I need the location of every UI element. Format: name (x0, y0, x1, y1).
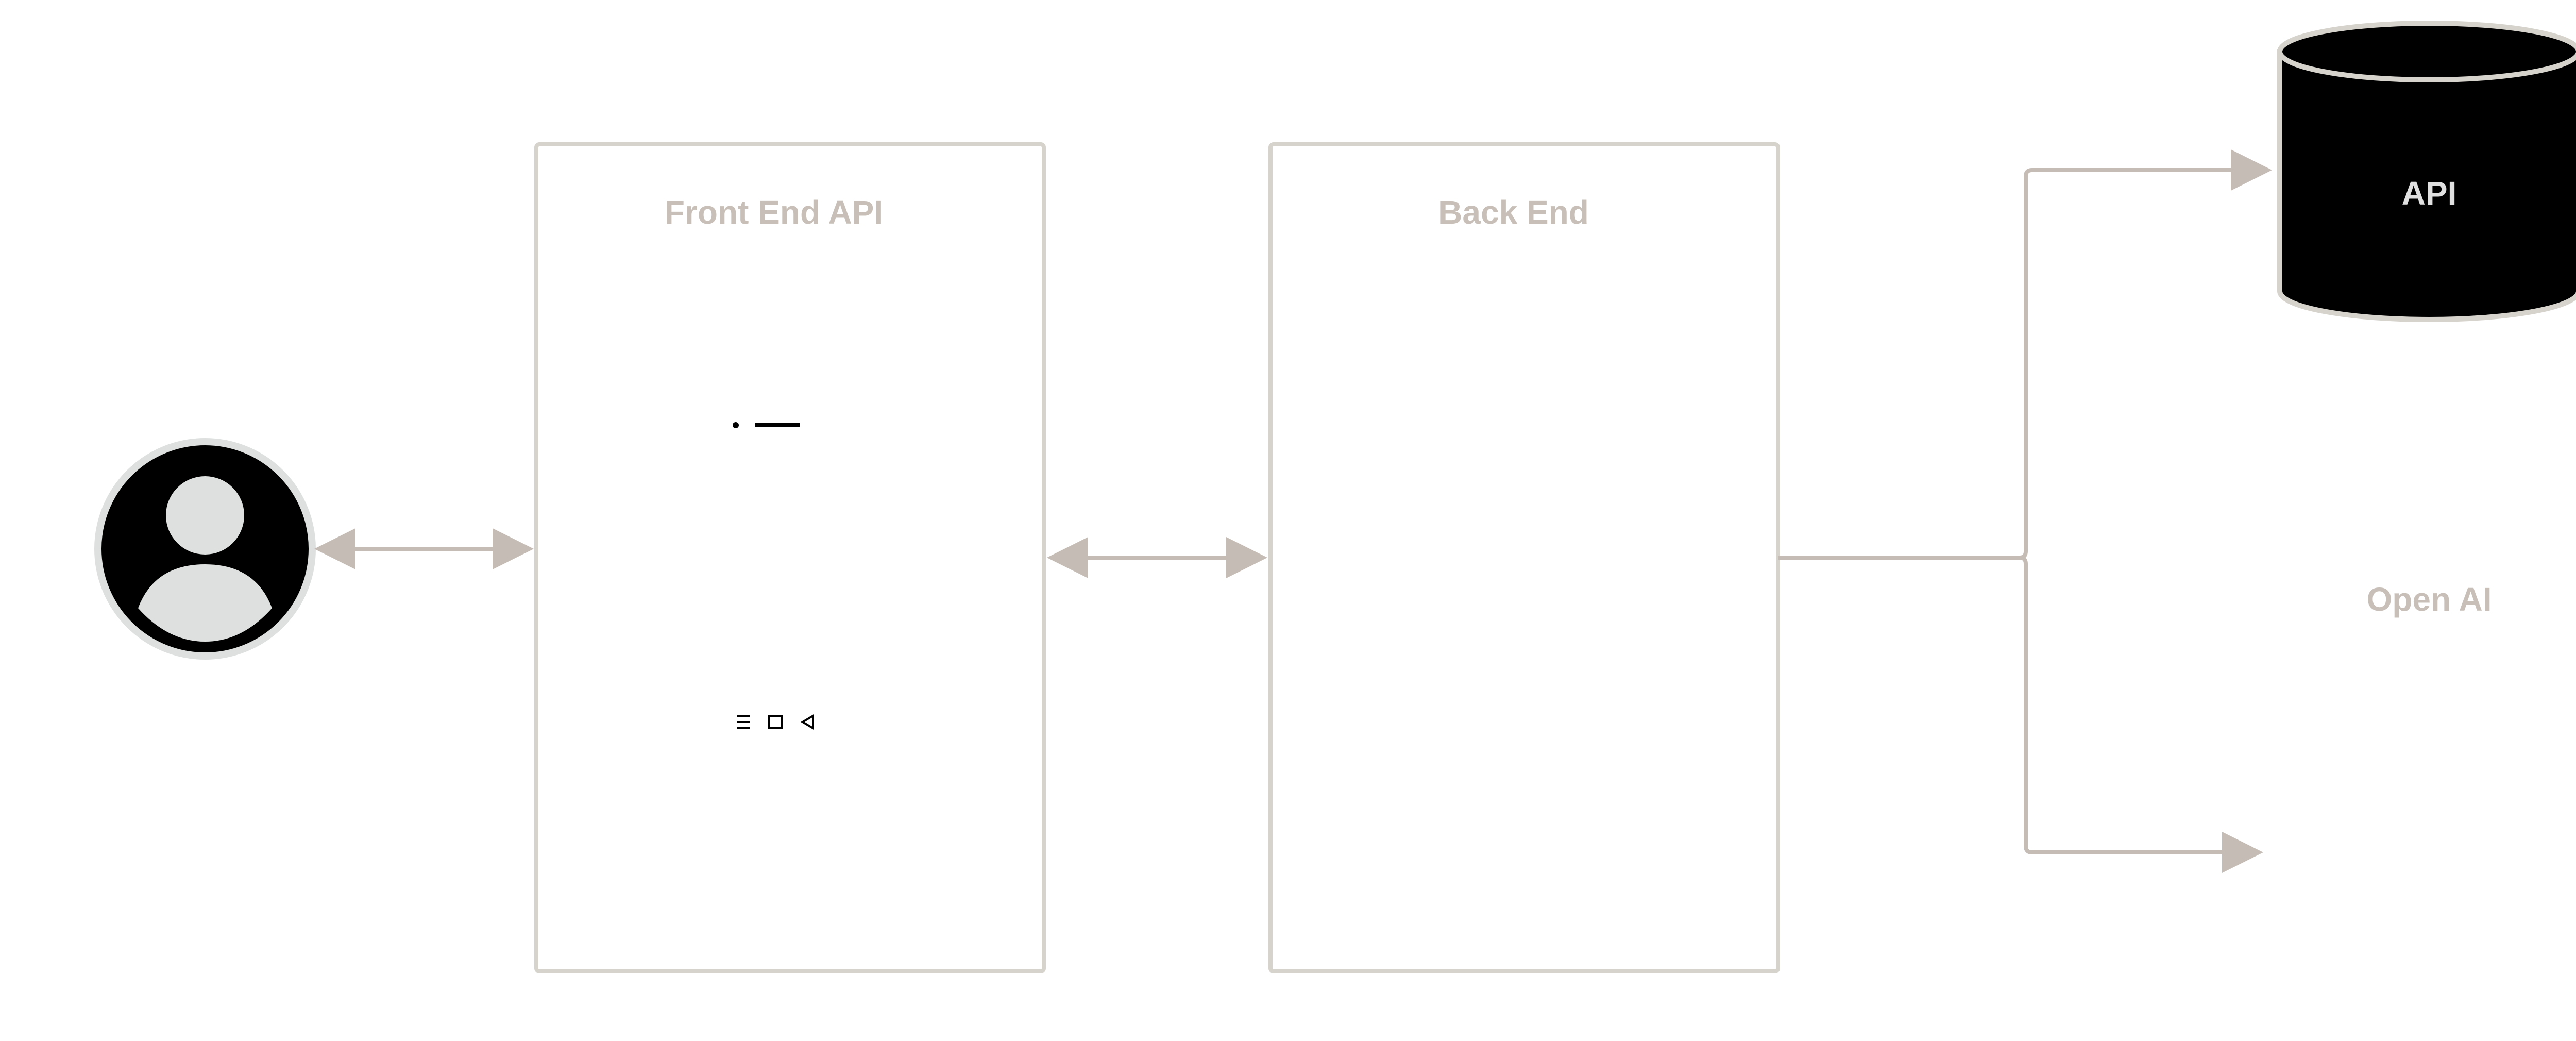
edge-backend-api (1778, 149, 2272, 560)
database-cylinder-icon (2277, 21, 2576, 322)
back-end-label: Back End (1438, 194, 1589, 231)
front-end-label: Front End API (665, 194, 883, 231)
front-end-decoration-controls-icon (737, 714, 814, 730)
back-end-box (1268, 142, 1780, 973)
front-end-decoration-dash-icon (733, 422, 800, 428)
user-avatar-icon (94, 438, 316, 660)
front-end-box (534, 142, 1046, 973)
edge-backend-openai (2019, 556, 2263, 873)
open-ai-label: Open AI (2367, 581, 2492, 618)
api-label: API (2402, 175, 2457, 212)
